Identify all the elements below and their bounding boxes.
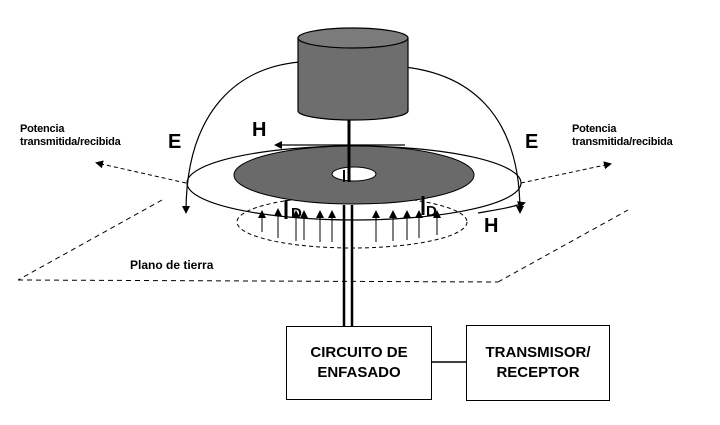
h-field-label-bottom: H [484, 215, 499, 237]
phasing-circuit-block: CIRCUITO DE ENFASADO [286, 326, 432, 400]
transceiver-block-line1: TRANSMISOR/ [485, 344, 591, 361]
phasing-block-line1: CIRCUITO DE [310, 344, 408, 361]
gap-markers [284, 196, 425, 219]
power-label-left-line2: transmitida/recibida [20, 136, 121, 148]
power-label-left: Potencia transmitida/recibida [20, 123, 121, 149]
h-field-label-top: H [252, 119, 267, 141]
e-field-label-left: E [168, 131, 182, 153]
e-field-label-right: E [525, 131, 539, 153]
power-label-left-line1: Potencia [20, 123, 65, 135]
phasing-block-line2: ENFASADO [317, 364, 401, 381]
power-label-right: Potencia transmitida/recibida [572, 123, 673, 149]
h-arrow-bottom [477, 201, 526, 214]
power-label-right-line1: Potencia [572, 123, 617, 135]
slot-field-arrows [258, 208, 441, 242]
gap-label-left: D [291, 205, 302, 222]
feed-mast [342, 116, 354, 328]
transceiver-block-line2: RECEPTOR [496, 364, 580, 381]
transceiver-block: TRANSMISOR/ RECEPTOR [466, 325, 610, 401]
disk-center-hole [331, 166, 377, 182]
gap-label-right: D [426, 203, 437, 220]
cylinder-element [297, 27, 409, 121]
radiated-power-arrows [95, 160, 612, 184]
ground-plane [17, 199, 629, 283]
power-label-right-line2: transmitida/recibida [572, 136, 673, 148]
ground-plane-label: Plano de tierra [130, 258, 214, 272]
